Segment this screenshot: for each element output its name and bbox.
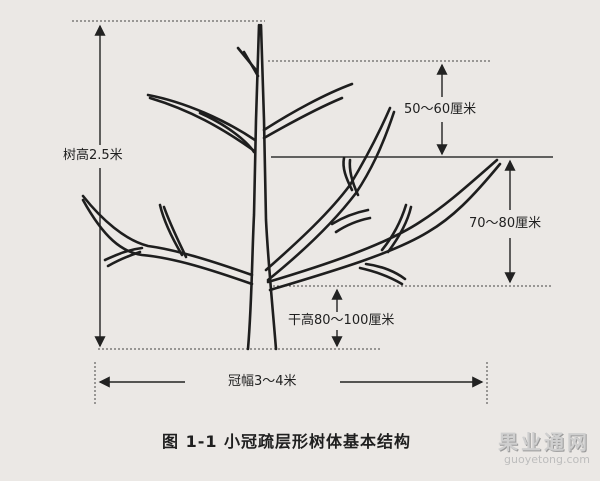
tree-height-label: 树高2.5米 (61, 148, 125, 164)
watermark-url: guoyetong.com (504, 453, 590, 466)
reference-lines (72, 20, 552, 405)
upper-spacing-label: 50～60厘米 (402, 102, 479, 118)
watermark-logo: 果业通网 (498, 430, 590, 454)
trunk-height-label: 干高80～100厘米 (286, 313, 397, 329)
crown-width-label: 冠幅3～4米 (226, 374, 299, 390)
tree-outline (81, 23, 502, 351)
dimension-arrows (94, 24, 516, 388)
figure-caption: 图 1-1 小冠疏层形树体基本结构 (162, 432, 412, 451)
layer-spacing-label: 70～80厘米 (467, 216, 544, 232)
